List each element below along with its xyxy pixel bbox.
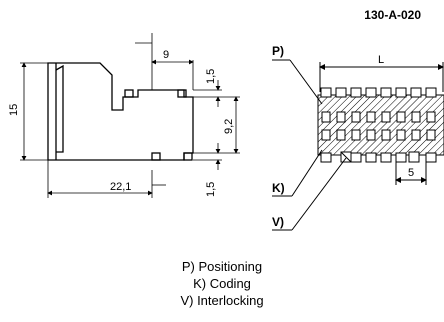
legend-interlocking: V) Interlocking bbox=[180, 293, 264, 308]
dim-pitch: 5 bbox=[408, 167, 414, 179]
dim-15: 15 bbox=[8, 104, 20, 116]
dim-22-1: 22,1 bbox=[110, 181, 131, 193]
legend-positioning: P) Positioning bbox=[181, 259, 263, 274]
callout-p: P) bbox=[272, 44, 284, 58]
side-dimensions bbox=[20, 33, 240, 198]
callout-k: K) bbox=[272, 181, 285, 195]
callout-v: V) bbox=[272, 215, 284, 229]
top-view bbox=[317, 62, 444, 185]
side-view bbox=[47, 62, 194, 161]
dim-1-5-bottom: 1,5 bbox=[205, 182, 217, 197]
callout-leaders bbox=[272, 59, 347, 231]
dim-length: L bbox=[378, 54, 384, 66]
part-number: 130-A-020 bbox=[364, 8, 421, 22]
dim-1-5-top: 1,5 bbox=[205, 69, 217, 84]
legend-coding: K) Coding bbox=[193, 276, 251, 291]
legend: P) Positioning K) Coding V) Interlocking bbox=[0, 258, 444, 309]
dim-9-2: 9,2 bbox=[223, 119, 235, 134]
dim-9: 9 bbox=[163, 49, 169, 61]
